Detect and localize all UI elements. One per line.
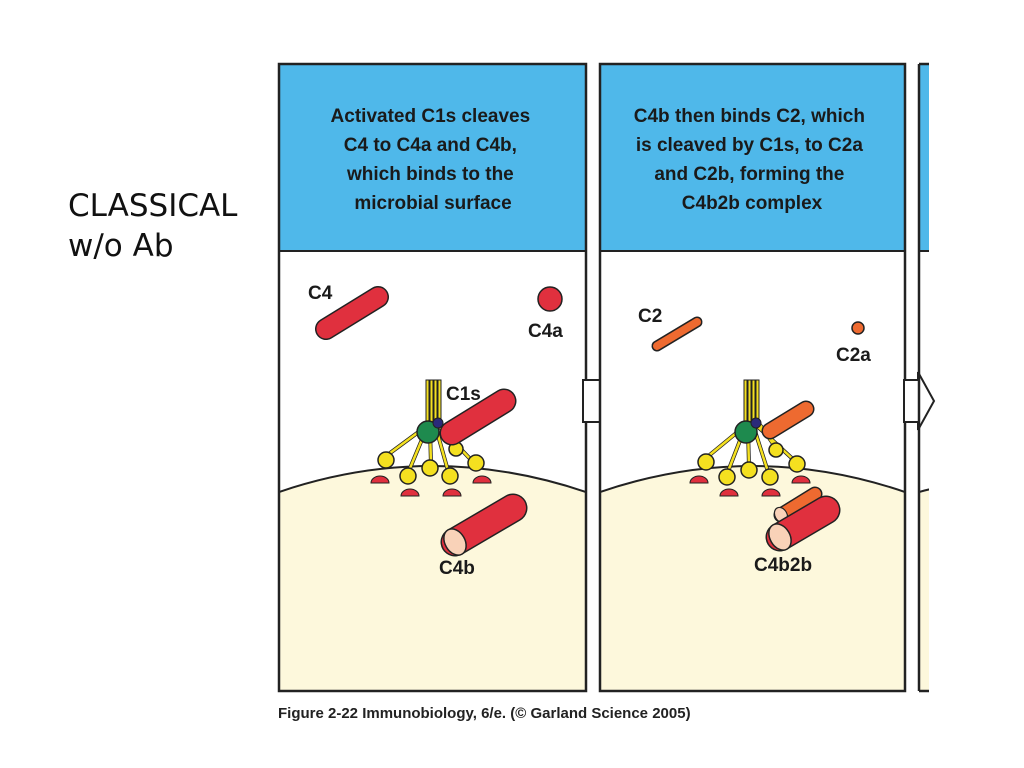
c4a-fragment xyxy=(537,286,563,312)
label-c4b2b: C4b2b xyxy=(754,555,812,576)
panel-2-header-line3: and C2b, forming the xyxy=(654,164,844,185)
panel-1-header-line4: microbial surface xyxy=(354,193,511,214)
panel-2-header-line2: is cleaved by C1s, to C2a xyxy=(636,135,863,156)
label-c4a: C4a xyxy=(528,321,563,342)
panel-1-border xyxy=(277,62,588,693)
microbial-surface-2 xyxy=(600,465,905,691)
c4-molecule xyxy=(316,287,388,339)
c1s-subunit xyxy=(432,417,444,429)
slide-title: CLASSICAL w/o Ab xyxy=(68,186,237,267)
microbial-surface xyxy=(279,465,586,691)
label-c2a: C2a xyxy=(836,345,871,366)
surface-anchors xyxy=(370,475,492,497)
panel-2-border xyxy=(598,62,907,693)
c2a-fragment xyxy=(851,321,865,335)
panel-1-header-line1: Activated C1s cleaves xyxy=(331,106,531,127)
label-c4b: C4b xyxy=(439,558,475,579)
c4-cleaving xyxy=(441,390,515,444)
panel-1-header-line2: C4 to C4a and C4b, xyxy=(344,135,517,156)
figure-caption: Figure 2-22 Immunobiology, 6/e. (© Garla… xyxy=(278,705,691,722)
c4b-bound xyxy=(442,495,526,555)
panel-2-header-text: C4b then binds C2, which is cleaved by C… xyxy=(634,106,870,214)
surface-anchors-2 xyxy=(689,475,811,497)
panel-2-body xyxy=(600,251,905,691)
slide-title-line1: CLASSICAL xyxy=(68,188,238,224)
c4b2b-complex xyxy=(765,486,841,552)
label-c2: C2 xyxy=(638,306,662,327)
panel-2-header-line4: C4b2b complex xyxy=(682,193,823,214)
c2-cleaving xyxy=(763,402,813,438)
label-c1s: C1s xyxy=(446,384,481,405)
label-c4: C4 xyxy=(308,283,333,304)
c2-molecule xyxy=(653,318,701,350)
panel-1-header-text: Activated C1s cleaves C4 to C4a and C4b,… xyxy=(331,106,536,214)
slide-title-line2: w/o Ab xyxy=(68,228,174,265)
panel-1-header-bg xyxy=(279,64,586,251)
panel-2-header-line1: C4b then binds C2, which xyxy=(634,106,865,127)
c1r-subunit xyxy=(416,420,440,444)
c1-complex xyxy=(370,379,492,497)
panel-2: C4b then binds C2, which is cleaved by C… xyxy=(598,62,907,693)
panel-2-header-bg xyxy=(600,64,905,251)
panel-1: Activated C1s cleaves C4 to C4a and C4b,… xyxy=(277,62,588,693)
panel-3-edge xyxy=(917,62,929,693)
panel-1-header-line3: which binds to the xyxy=(346,164,514,185)
